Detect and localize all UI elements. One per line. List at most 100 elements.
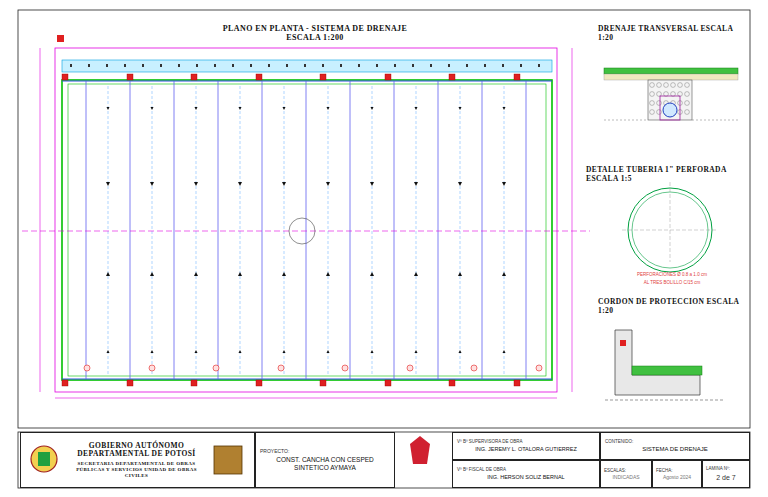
flow-arrow bbox=[238, 272, 242, 276]
cell-value: INDICADAS bbox=[604, 475, 648, 481]
band-tick bbox=[340, 64, 342, 67]
inspection-chamber bbox=[385, 380, 391, 386]
gravel bbox=[650, 92, 655, 97]
turf-layer bbox=[632, 366, 702, 375]
inspection-chamber bbox=[191, 380, 197, 386]
flow-arrow bbox=[415, 107, 418, 110]
logo-potosi bbox=[410, 436, 430, 464]
ground-line bbox=[604, 120, 738, 121]
drain-pipe-dashed bbox=[460, 86, 461, 374]
band-tick bbox=[268, 64, 270, 67]
detail-title: DRENAJE TRANSVERSAL ESCALA 1:20 bbox=[598, 25, 748, 42]
drain-pipe-dashed bbox=[416, 86, 417, 374]
flow-arrow bbox=[282, 272, 286, 276]
band-tick bbox=[376, 64, 378, 67]
flow-arrow bbox=[151, 107, 154, 110]
flow-arrow bbox=[150, 182, 154, 186]
flow-arrow bbox=[458, 272, 462, 276]
flow-arrow bbox=[239, 350, 242, 353]
band-tick bbox=[466, 64, 468, 67]
title-block-cell: PROYECTO:CONST. CANCHA CON CESPED SINTET… bbox=[255, 432, 395, 488]
cell-heading: LAMINA Nº: bbox=[706, 466, 746, 471]
field-outline bbox=[62, 80, 552, 380]
flow-arrow bbox=[326, 272, 330, 276]
flow-arrow bbox=[194, 272, 198, 276]
gravel bbox=[685, 83, 690, 88]
drain-outlet bbox=[149, 365, 155, 371]
inspection-chamber bbox=[191, 74, 197, 80]
inspection-chamber bbox=[449, 74, 455, 80]
flow-arrow bbox=[151, 350, 154, 353]
collector-pipe bbox=[62, 379, 552, 380]
flow-arrow bbox=[415, 350, 418, 353]
band-tick bbox=[484, 64, 486, 67]
drain-outlet bbox=[471, 365, 477, 371]
gravel-trench bbox=[648, 80, 692, 120]
band-tick bbox=[232, 64, 234, 67]
inspection-chamber bbox=[449, 380, 455, 386]
detail-title: DETALLE TUBERIA 1" PERFORADA ESCALA 1:5 bbox=[586, 166, 756, 183]
cell-heading: ESCALAS: bbox=[604, 468, 648, 473]
band-tick bbox=[520, 64, 522, 67]
flow-arrow bbox=[458, 182, 462, 186]
flow-arrow bbox=[283, 350, 286, 353]
band-tick bbox=[322, 64, 324, 67]
band-tick bbox=[448, 64, 450, 67]
dimension-line bbox=[55, 398, 557, 399]
band-tick bbox=[142, 64, 144, 67]
section-marker bbox=[57, 35, 64, 42]
gravel bbox=[650, 110, 655, 115]
detail-title: CORDON DE PROTECCION ESCALA 1:20 bbox=[598, 298, 748, 315]
flow-arrow bbox=[106, 272, 110, 276]
band-tick bbox=[430, 64, 432, 67]
band-tick bbox=[358, 64, 360, 67]
band-tick bbox=[502, 64, 504, 67]
flow-arrow bbox=[414, 272, 418, 276]
dimension-line bbox=[40, 48, 41, 392]
drawing-title: PLANO EN PLANTA - SISTEMA DE DRENAJE ESC… bbox=[205, 24, 425, 42]
drain-pipe bbox=[174, 81, 175, 379]
band-tick bbox=[106, 64, 108, 67]
turf-layer bbox=[604, 68, 738, 74]
drain-pipe bbox=[394, 81, 395, 379]
inspection-chamber bbox=[385, 74, 391, 80]
gravel bbox=[678, 83, 683, 88]
drain-outlet bbox=[213, 365, 219, 371]
collector-pipe bbox=[62, 81, 552, 82]
ground-line bbox=[605, 400, 725, 401]
band-tick bbox=[214, 64, 216, 67]
band-tick bbox=[394, 64, 396, 67]
gravel bbox=[657, 83, 662, 88]
flow-arrow bbox=[414, 182, 418, 186]
cell-value: 2 de 7 bbox=[706, 474, 746, 482]
inspection-chamber bbox=[320, 74, 326, 80]
flow-arrow bbox=[282, 182, 286, 186]
inspection-chamber bbox=[127, 380, 133, 386]
flow-arrow bbox=[370, 182, 374, 186]
cell-value: SISTEMA DE DRENAJE bbox=[605, 446, 745, 453]
flow-arrow bbox=[459, 350, 462, 353]
drain-outlet bbox=[536, 365, 542, 371]
inspection-chamber bbox=[256, 380, 262, 386]
drain-pipe bbox=[86, 81, 87, 379]
gravel bbox=[685, 101, 690, 106]
axis-line bbox=[22, 231, 590, 232]
cell-value: ING. JEREMY L. OTALORA GUTIERREZ bbox=[457, 446, 595, 452]
centre-circle bbox=[289, 218, 315, 244]
band-tick bbox=[160, 64, 162, 67]
cell-value: Agosto 2024 bbox=[656, 475, 698, 481]
inspection-chamber bbox=[514, 380, 520, 386]
cell-heading: Vº Bº FISCAL DE OBRA bbox=[457, 467, 595, 472]
inspection-chamber bbox=[256, 74, 262, 80]
inspection-chamber bbox=[514, 74, 520, 80]
title-block-cell: CONTENIDO:SISTEMA DE DRENAJE bbox=[600, 432, 750, 460]
flow-arrow bbox=[195, 107, 198, 110]
flow-arrow bbox=[239, 107, 242, 110]
drain-pipe-dashed bbox=[152, 86, 153, 374]
drain-pipe-dashed bbox=[372, 86, 373, 374]
title-block-cell: Vº Bº FISCAL DE OBRAING. HERSON SOLIZ BE… bbox=[452, 460, 600, 488]
drain-pipe bbox=[482, 81, 483, 379]
drain-pipe bbox=[262, 81, 263, 379]
